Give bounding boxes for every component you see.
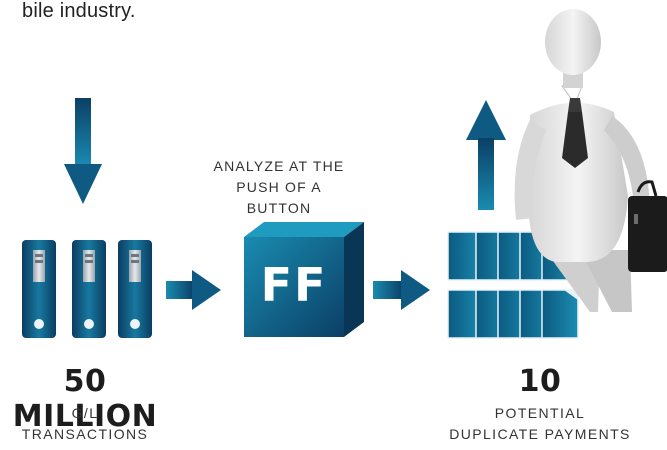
output-label-line1: POTENTIAL — [494, 405, 586, 421]
briefcase-icon — [628, 180, 667, 272]
process-caption: ANALYZE AT THE PUSH OF A BUTTON — [204, 156, 354, 219]
input-label-line2: TRANSACTIONS — [21, 426, 149, 442]
input-label: G/L TRANSACTIONS — [0, 403, 170, 445]
output-label: POTENTIAL DUPLICATE PAYMENTS — [430, 403, 650, 445]
binders-icon — [22, 240, 152, 338]
ff-logo-text: FF — [260, 258, 328, 312]
process-caption-line2: PUSH OF A BUTTON — [236, 179, 322, 216]
output-label-line2: DUPLICATE PAYMENTS — [449, 426, 631, 442]
intro-text: bile industry. — [22, 0, 136, 22]
right-arrow-icon — [166, 270, 221, 310]
right-arrow-icon — [373, 270, 430, 310]
ff-cube-icon — [244, 222, 364, 337]
up-arrow-icon — [466, 100, 506, 210]
output-value: 10 — [518, 364, 562, 399]
input-label-line1: G/L — [71, 405, 99, 421]
process-caption-line1: ANALYZE AT THE — [213, 158, 345, 174]
documents-icon — [447, 231, 579, 339]
down-arrow-icon — [64, 98, 102, 204]
input-value: 50 MILLION — [12, 364, 158, 434]
businessman-figure-icon — [514, 9, 667, 312]
